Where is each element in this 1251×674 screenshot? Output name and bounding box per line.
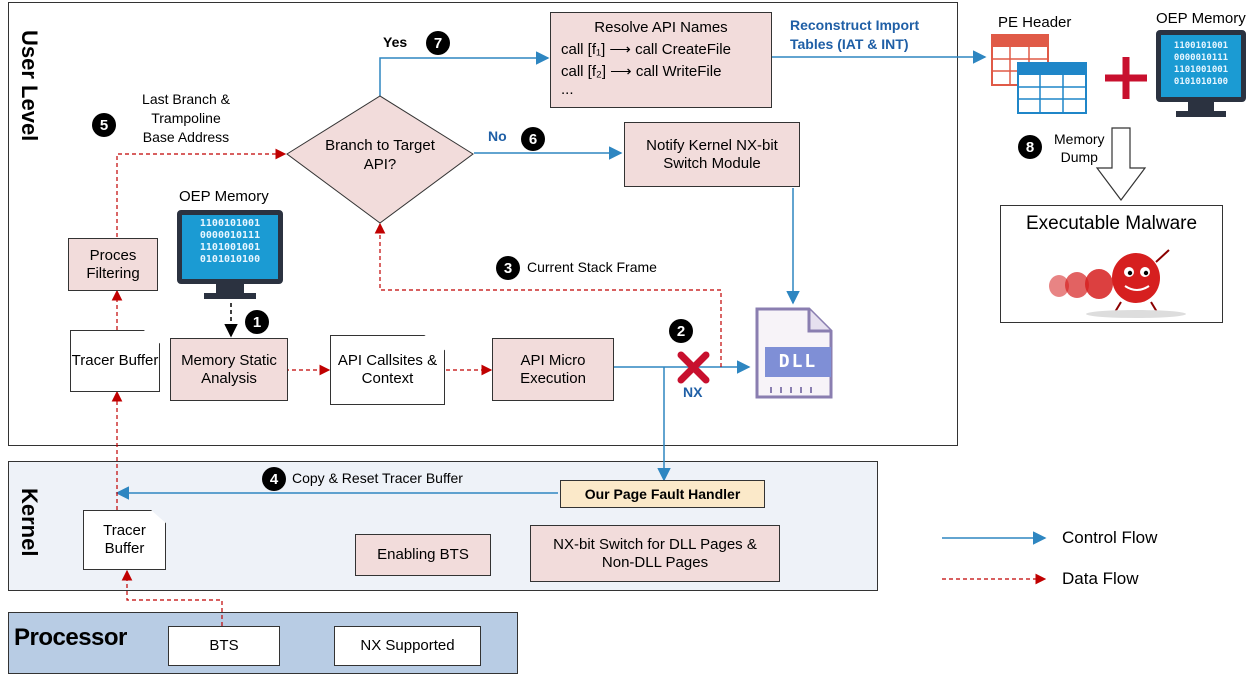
binary-line: 0101010100 <box>199 254 261 265</box>
resolve-line-2: call [f₂] ⟶ call WriteFile <box>561 63 722 80</box>
executable-malware-box: Executable Malware <box>1000 205 1223 323</box>
resolve-title: Resolve API Names <box>594 19 728 36</box>
binary-line: 0000010111 <box>1173 53 1229 63</box>
no-label: No <box>488 128 507 144</box>
dll-file-icon: DLL <box>751 305 836 401</box>
step-2-marker: 2 <box>669 319 693 343</box>
memory-dump-label: Memory Dump <box>1054 131 1105 165</box>
binary-line: 1100101001 <box>199 218 261 229</box>
current-stack-frame-label: Current Stack Frame <box>527 259 657 275</box>
legend-control-flow: Control Flow <box>1062 528 1158 547</box>
memory-static-analysis-box: Memory Static Analysis <box>170 338 288 401</box>
tracer-buffer-kernel-doc: Tracer Buffer <box>83 510 166 570</box>
legend-data-flow: Data Flow <box>1062 569 1139 588</box>
oep-memory-top-label: OEP Memory <box>1156 10 1246 27</box>
resolve-line-3: ... <box>561 81 574 98</box>
step-3-marker: 3 <box>496 256 520 280</box>
api-micro-execution-box: API Micro Execution <box>492 338 614 401</box>
plus-icon <box>1105 57 1147 99</box>
step-6-marker: 6 <box>521 127 545 151</box>
bts-to-tracer-arrow <box>121 569 223 626</box>
nx-switch-box: NX-bit Switch for DLL Pages & Non-DLL Pa… <box>530 525 780 582</box>
executable-malware-title: Executable Malware <box>1025 213 1198 234</box>
reconstruct-import-tables-label: Reconstruct Import Tables (IAT & INT) <box>790 17 920 52</box>
monitor-base <box>1176 111 1226 117</box>
malware-bugs-icon <box>1049 249 1186 318</box>
bts-box: BTS <box>168 626 280 666</box>
resolve-line-1: call [f₁] ⟶ call CreateFile <box>561 41 731 58</box>
user-level-label: User Level <box>17 30 42 142</box>
copy-reset-label: Copy & Reset Tracer Buffer <box>292 470 463 486</box>
kernel-label: Kernel <box>17 488 42 557</box>
memory-dump-arrow <box>1095 127 1147 201</box>
binary-line: 1100101001 <box>1173 41 1229 51</box>
binary-line: 1101001001 <box>199 242 261 253</box>
step-5-marker: 5 <box>92 113 116 137</box>
last-branch-label: Last Branch & Trampoline Base Address <box>142 91 230 145</box>
stack-frame-arrow <box>374 222 722 367</box>
monitor-stand <box>216 284 244 294</box>
nx-block-icon <box>677 351 710 384</box>
proces-filtering-box: Proces Filtering <box>68 238 158 291</box>
monitor-stand <box>1188 102 1214 112</box>
monitor-base <box>204 293 256 299</box>
processor-label: Processor <box>14 624 127 651</box>
oep-memory-left-label: OEP Memory <box>179 188 269 205</box>
yes-label: Yes <box>383 34 408 50</box>
yes-arrow <box>379 51 550 96</box>
oep-memory-top-monitor: 1100101001 0000010111 1101001001 0101010… <box>1156 30 1246 102</box>
notify-kernel-box: Notify Kernel NX-bit Switch Module <box>624 122 800 187</box>
api-callsites-doc: API Callsites & Context <box>330 335 445 405</box>
nx-supported-box: NX Supported <box>334 626 481 666</box>
dll-icon-text: DLL <box>778 351 818 372</box>
branch-decision-text: Branch to Target API? <box>325 137 435 173</box>
oep-memory-left-monitor: 1100101001 0000010111 1101001001 0101010… <box>177 210 283 284</box>
enabling-bts-box: Enabling BTS <box>355 534 491 576</box>
step-8-marker: 8 <box>1018 135 1042 159</box>
nx-label: NX <box>683 384 703 400</box>
page-fault-handler-box: Our Page Fault Handler <box>560 480 765 508</box>
binary-line: 0101010100 <box>1173 77 1229 87</box>
pe-header-label: PE Header <box>998 14 1072 31</box>
step-7-marker: 7 <box>426 31 450 55</box>
resolve-api-names-box: Resolve API Names call [f₁] ⟶ call Creat… <box>550 12 772 108</box>
binary-line: 0000010111 <box>199 230 261 241</box>
binary-line: 1101001001 <box>1173 65 1229 75</box>
branch-diamond <box>286 95 474 224</box>
pe-header-table-icon <box>990 33 1090 115</box>
step-4-marker: 4 <box>262 467 286 491</box>
step-1-marker: 1 <box>245 310 269 334</box>
tracer-buffer-user-doc: Tracer Buffer <box>70 330 160 392</box>
